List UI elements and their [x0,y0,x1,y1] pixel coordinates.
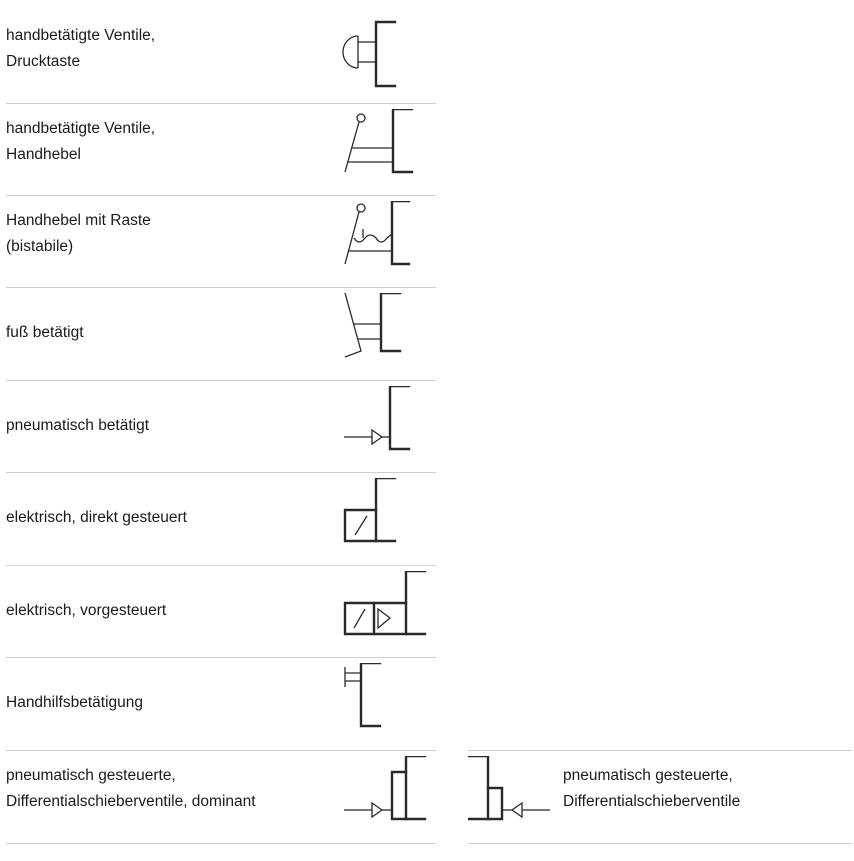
row-divider [6,843,436,844]
detent-hand-lever-actuator-icon [344,201,411,266]
symbol-row-differential: pneumatisch gesteuerte, Differentialschi… [468,750,852,842]
row-divider [6,287,436,288]
row-label: pneumatisch gesteuerte, Differentialschi… [6,767,256,810]
differential-dominant-actuator-icon [344,756,427,821]
symbol-row-differential-dominant: pneumatisch gesteuerte, Differentialschi… [6,750,436,842]
manual-override-actuator-icon [344,663,382,728]
row-label: handbetätigte Ventile, Handhebel [6,120,156,163]
row-divider [6,195,436,196]
row-label: elektrisch, vorgesteuert [6,602,167,619]
row-divider [6,565,436,566]
row-divider [468,843,852,844]
row-divider [6,750,436,751]
row-label: Handhebel mit Raste (bistabile) [6,212,151,255]
differential-actuator-icon [468,756,550,821]
row-label: elektrisch, direkt gesteuert [6,509,187,526]
symbol-row-foot-pedal: fuß betätigt [6,287,436,379]
row-label: pneumatisch gesteuerte, Differentialschi… [563,767,741,810]
solenoid-pilot-actuator-icon [343,571,427,636]
row-divider [6,472,436,473]
row-label: fuß betätigt [6,324,84,341]
row-divider [6,103,436,104]
push-button-actuator-icon [342,20,397,88]
symbol-row-detent-lever: Handhebel mit Raste (bistabile) [6,195,436,287]
foot-pedal-actuator-icon [344,293,402,358]
solenoid-direct-actuator-icon [343,478,397,543]
symbol-row-manual-override: Handhilfsbetätigung [6,657,436,749]
row-divider [468,750,852,751]
symbol-row-solenoid-direct: elektrisch, direkt gesteuert [6,472,436,564]
symbol-row-solenoid-pilot: elektrisch, vorgesteuert [6,565,436,657]
row-divider [6,380,436,381]
row-divider [6,657,436,658]
symbol-row-pneumatic: pneumatisch betätigt [6,380,436,472]
row-label: Handhilfsbetätigung [6,694,144,711]
symbol-row-push-button: handbetätigte Ventile, Drucktaste [6,10,436,102]
symbol-row-hand-lever: handbetätigte Ventile, Handhebel [6,103,436,195]
pneumatic-actuator-icon [344,386,411,451]
row-label: handbetätigte Ventile, Drucktaste [6,27,156,70]
row-label: pneumatisch betätigt [6,417,150,434]
hand-lever-actuator-icon [344,109,414,174]
